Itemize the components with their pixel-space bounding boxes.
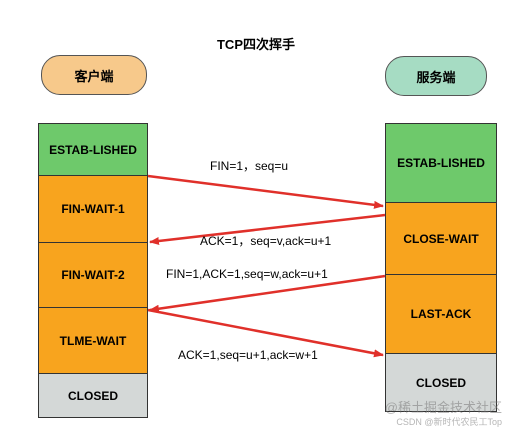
client-state-column: ESTAB-LISHED FIN-WAIT-1 FIN-WAIT-2 TLME-… (38, 123, 148, 418)
arrow-fin-client-to-server (147, 174, 384, 209)
arrow-ack-server-to-client (149, 213, 386, 245)
client-state-time-wait: TLME-WAIT (38, 307, 148, 374)
diagram-title: TCP四次挥手 (216, 37, 295, 52)
watermark-sub: CSDN @新时代农民工Top (396, 417, 502, 427)
server-state-close-wait: CLOSE-WAIT (385, 202, 497, 275)
client-state-fin-wait-2: FIN-WAIT-2 (38, 242, 148, 308)
arrow-fin-ack-server-to-client (149, 274, 386, 313)
message-fin-ack: FIN=1,ACK=1,seq=w,ack=u+1 (166, 267, 328, 281)
message-ack-1: ACK=1，seq=v,ack=u+1 (200, 234, 332, 248)
client-state-fin-wait-1: FIN-WAIT-1 (38, 175, 148, 243)
watermark-main: @稀土掘金技术社区 (384, 400, 502, 415)
server-state-established: ESTAB-LISHED (385, 123, 497, 203)
watermark: @稀土掘金技术社区 CSDN @新时代农民工Top (385, 401, 502, 429)
client-state-closed: CLOSED (38, 373, 148, 418)
client-label: 客户端 (41, 55, 147, 95)
server-state-column: ESTAB-LISHED CLOSE-WAIT LAST-ACK CLOSED (385, 123, 497, 412)
message-fin-1: FIN=1，seq=u (210, 159, 289, 173)
server-state-closed: CLOSED (385, 353, 497, 412)
message-ack-final: ACK=1,seq=u+1,ack=w+1 (178, 348, 318, 362)
server-label: 服务端 (385, 56, 487, 96)
server-state-last-ack: LAST-ACK (385, 274, 497, 354)
arrow-ack-client-to-server (147, 308, 384, 358)
